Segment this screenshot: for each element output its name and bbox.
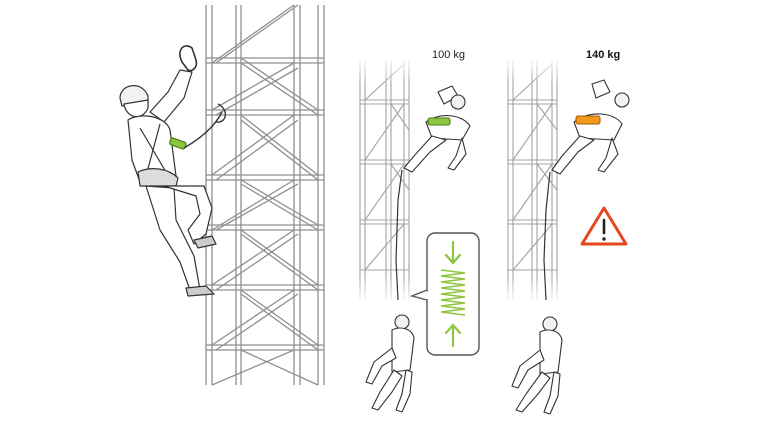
falling-figure-middle — [365, 85, 471, 413]
falling-figure-right — [511, 79, 630, 415]
climber-figure — [119, 45, 226, 297]
lattice-tower-main — [205, 4, 325, 386]
lattice-tower-middle — [359, 60, 410, 300]
weight-label-140kg: 140 kg — [586, 49, 621, 61]
spring-absorber-icon — [409, 232, 480, 356]
warning-triangle-icon — [580, 206, 628, 246]
weight-label-100kg: 100 kg — [432, 49, 466, 61]
lattice-tower-right — [507, 60, 558, 300]
